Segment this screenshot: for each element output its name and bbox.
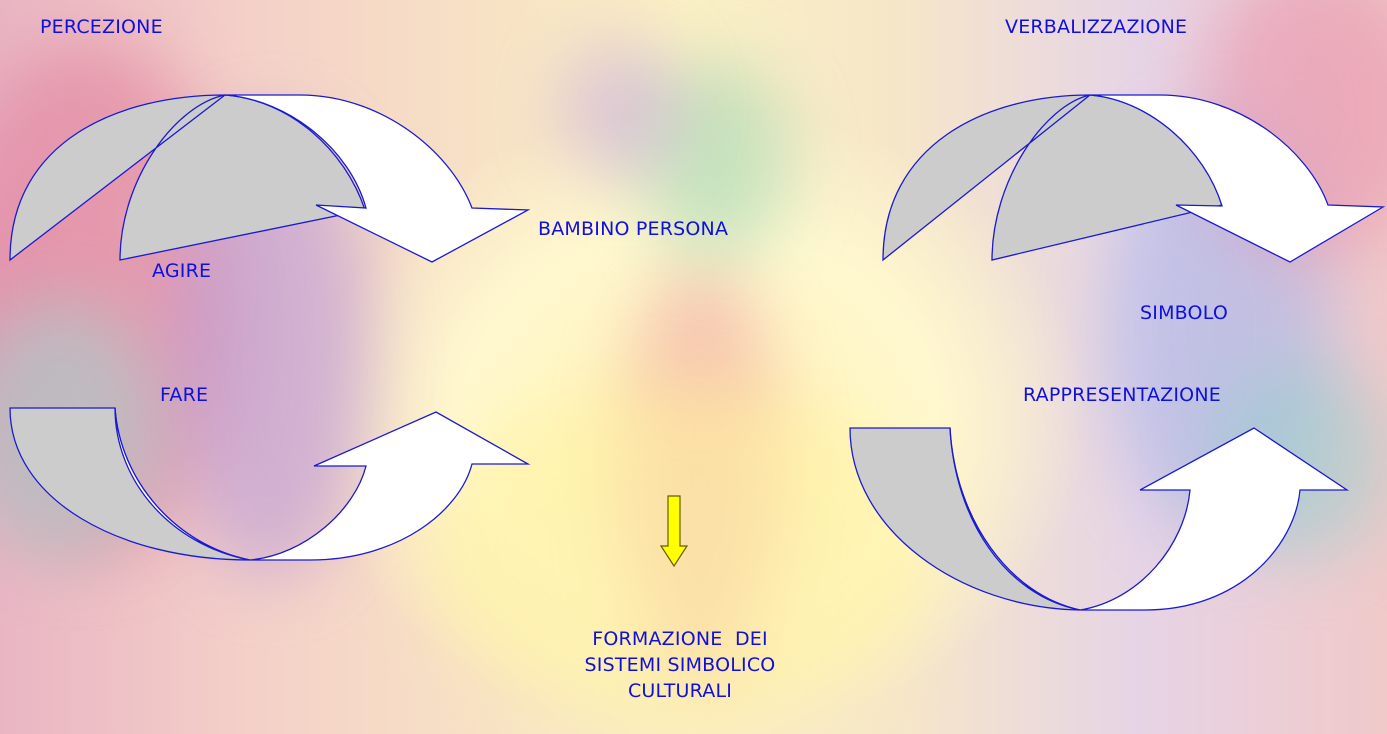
curved-arrow-br-back [849,427,1081,611]
label-formazione-line2: SISTEMI SIMBOLICO [584,654,776,676]
label-formazione-line3: CULTURALI [627,680,733,702]
curved-arrow-icon [849,427,1350,611]
curved-arrow-tl-front [224,94,531,263]
curved-arrow-icon [9,94,531,263]
label-percezione: PERCEZIONE [40,16,163,38]
bg-blob-violet [560,40,680,180]
label-formazione-line1: FORMAZIONE DEI [592,628,768,650]
down-arrow-shape [659,495,689,568]
label-verbalizzazione: VERBALIZZAZIONE [1005,16,1188,38]
label-simbolo: SIMBOLO [1140,302,1228,324]
curved-arrow-icon [9,407,531,561]
curved-arrow-tl-back [9,94,366,262]
label-fare: FARE [160,384,209,406]
label-bambino-persona: BAMBINO PERSONA [538,218,729,240]
curved-arrow-bl-back [9,407,251,561]
label-formazione: FORMAZIONE DEI SISTEMI SIMBOLICO CULTURA… [500,626,860,704]
curved-arrow-bl-front [114,407,531,561]
label-agire: AGIRE [152,260,212,282]
label-rappresentazione: RAPPRESENTAZIONE [1023,384,1221,406]
down-arrow-icon [659,495,689,568]
curved-arrow-tr-front [1089,94,1386,263]
curved-arrow-icon [882,94,1386,263]
curved-arrow-br-front [949,427,1350,611]
